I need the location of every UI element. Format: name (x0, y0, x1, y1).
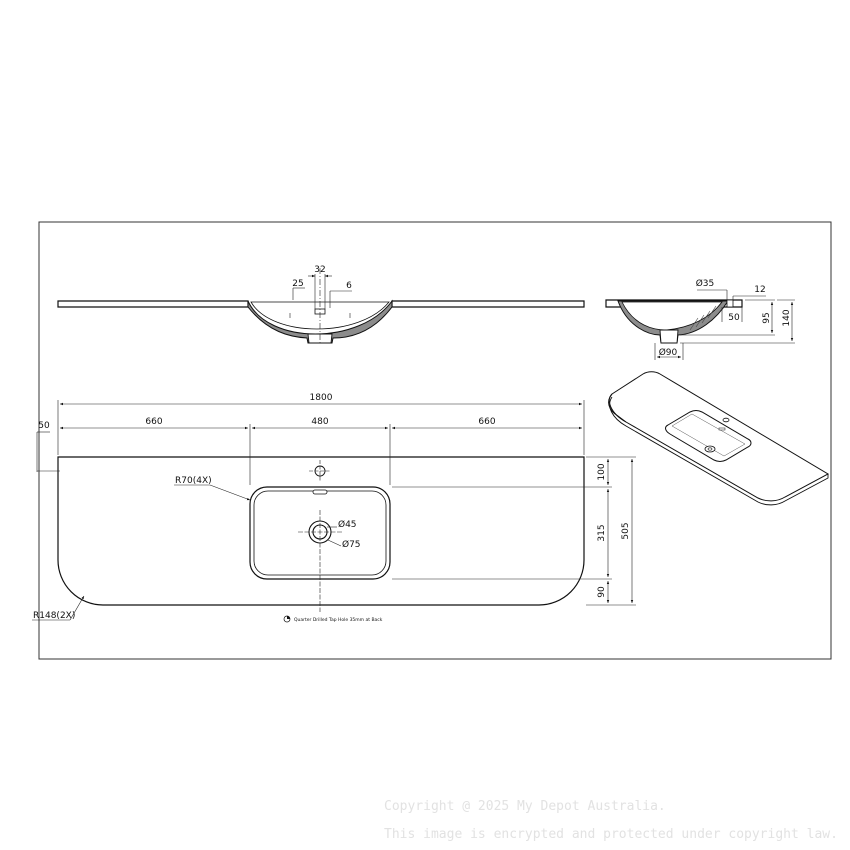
dim-overall-width: 1800 (310, 393, 333, 403)
dim-basin-height: 95 (762, 312, 772, 323)
top-view: Ø45 Ø75 1800 660 480 660 50 100 315 90 (32, 393, 636, 623)
dim-rim-thickness: 12 (754, 285, 765, 295)
dim-basin-corner-radius: R70(4X) (175, 476, 212, 486)
drawing-frame (38, 221, 832, 660)
dim-front-corner-radius: R148(2X) (33, 611, 75, 621)
dim-tap-hole-width: 32 (314, 265, 325, 275)
dim-rim-offset: 50 (728, 313, 740, 323)
side-section-view: Ø35 12 50 95 140 Ø90 (605, 278, 795, 360)
dim-tap-offset: 25 (292, 279, 303, 289)
dim-basin-width: 480 (311, 417, 328, 427)
dim-edge-offset: 50 (38, 421, 50, 431)
watermark-line2: This image is encrypted and protected un… (384, 827, 838, 842)
isometric-view (608, 371, 830, 506)
dim-waste-inner: Ø45 (338, 519, 357, 530)
dim-left-offset: 660 (145, 417, 162, 427)
dim-front-margin: 90 (597, 586, 607, 598)
dim-waste-outer: Ø75 (342, 539, 361, 550)
dim-waste-dia: Ø90 (659, 347, 678, 358)
dim-back-margin: 100 (597, 463, 607, 480)
watermark-line1: Copyright @ 2025 My Depot Australia. (384, 799, 666, 814)
dim-total-depth: 505 (621, 522, 631, 539)
dim-basin-depth: 315 (597, 524, 607, 541)
dim-tap-hole-dia: Ø35 (696, 278, 715, 289)
dim-total-height: 140 (782, 309, 792, 326)
tap-hole-note: Quarter Drilled Tap Hole 35mm at Back (294, 617, 383, 623)
front-section-view: 32 25 6 (57, 265, 585, 345)
dim-slot-size: 6 (346, 281, 352, 291)
dim-right-offset: 660 (478, 417, 495, 427)
